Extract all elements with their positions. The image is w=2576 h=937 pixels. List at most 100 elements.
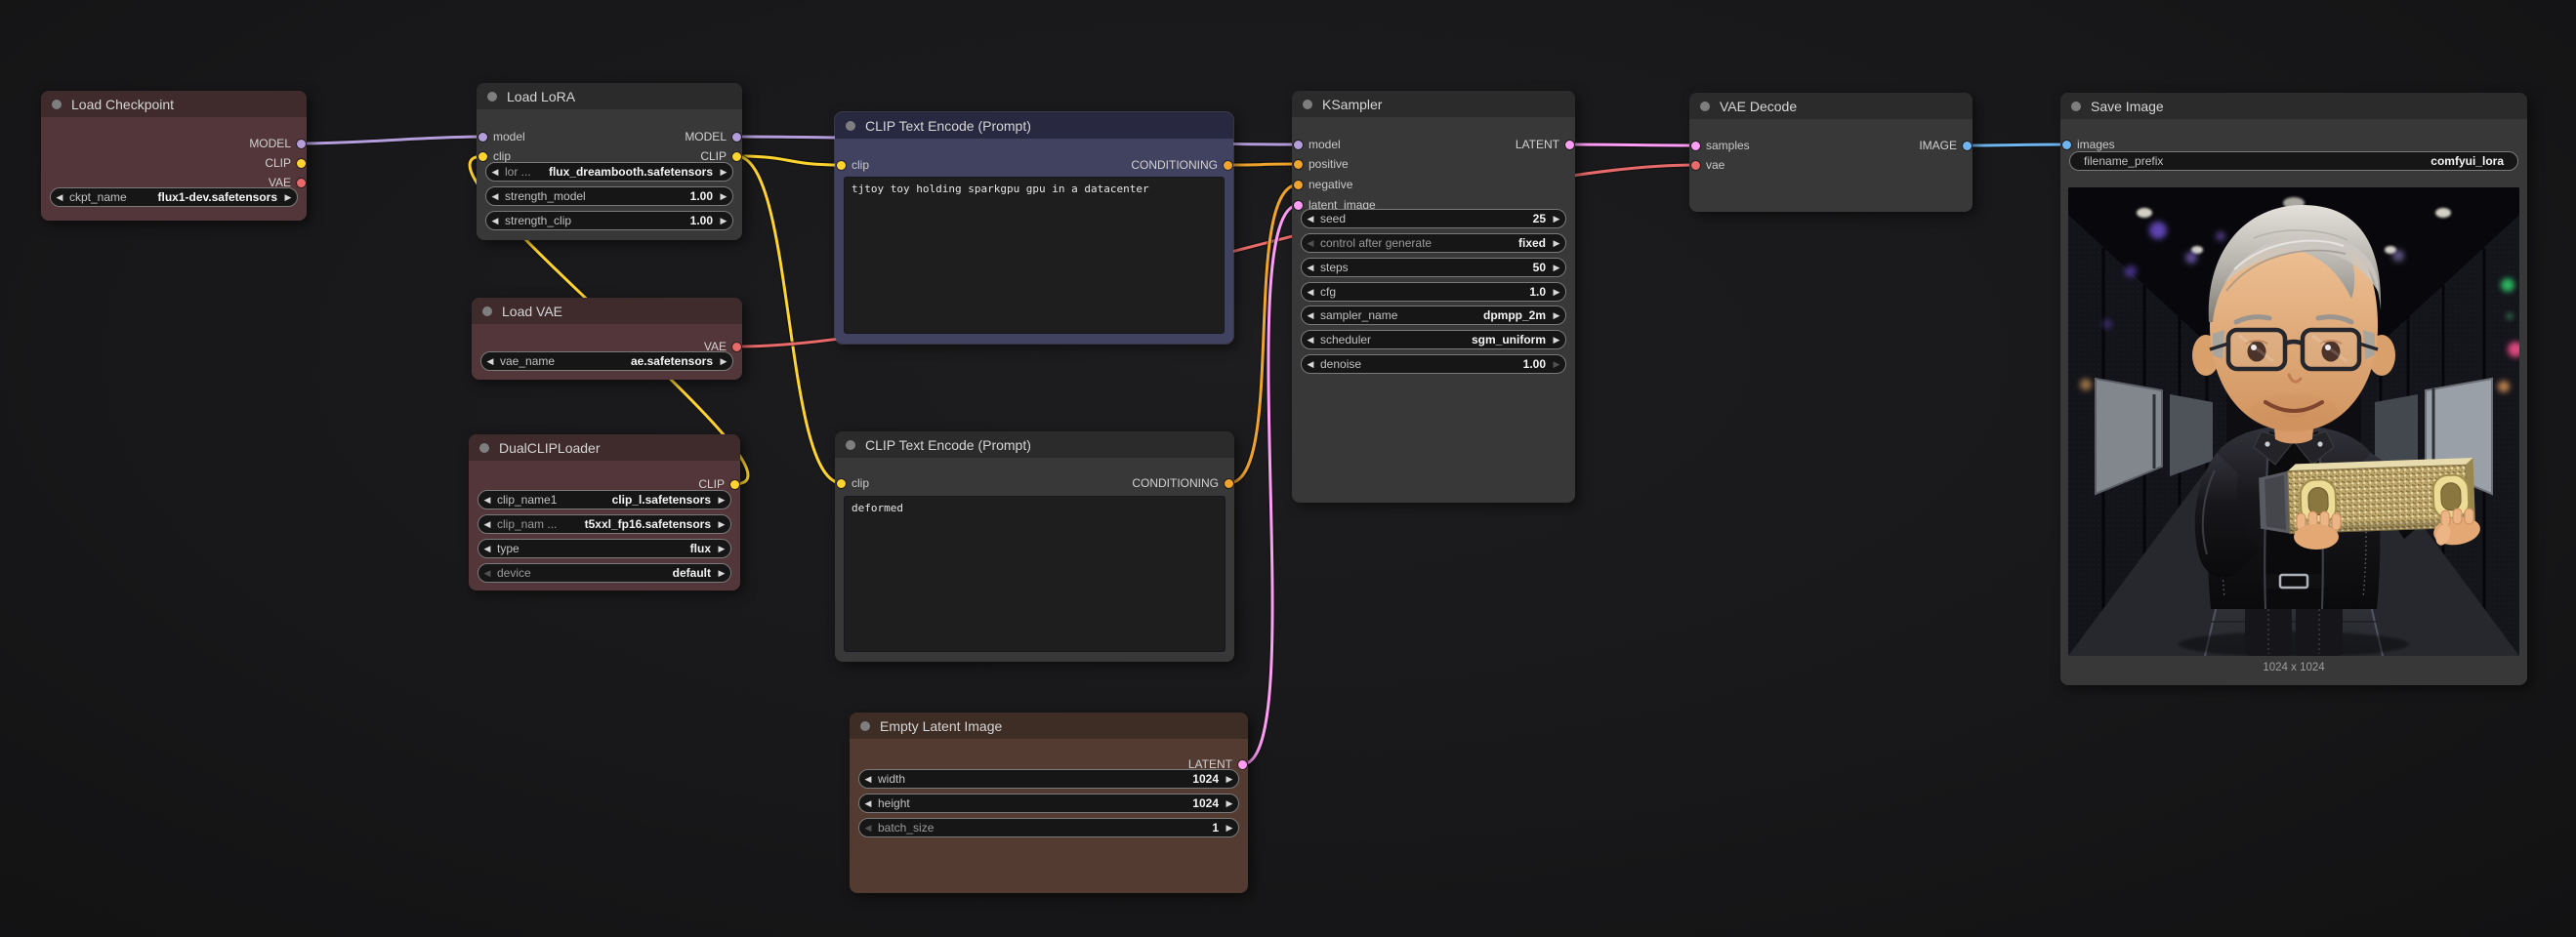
widget-denoise[interactable]: ◀denoise1.00▶ (1301, 354, 1566, 374)
widget-right-arrow-icon[interactable]: ▶ (1548, 306, 1565, 324)
widget-right-arrow-icon[interactable]: ▶ (1548, 234, 1565, 252)
slot-dot-icon[interactable] (297, 159, 306, 168)
node-save-image[interactable]: Save Imageimagesfilename_prefixcomfyui_l… (2060, 93, 2527, 685)
widget-right-arrow-icon[interactable]: ▶ (715, 352, 732, 370)
slot-dot-icon[interactable] (732, 152, 741, 161)
widget-right-arrow-icon[interactable]: ▶ (1548, 283, 1565, 301)
widget-left-arrow-icon[interactable]: ◀ (859, 794, 877, 812)
node-titlebar[interactable]: CLIP Text Encode (Prompt) (835, 112, 1233, 139)
slot-dot-icon[interactable] (1294, 201, 1303, 210)
collapse-dot-icon[interactable] (1303, 100, 1312, 109)
widget-seed[interactable]: ◀seed25▶ (1301, 209, 1566, 228)
widget-left-arrow-icon[interactable]: ◀ (486, 163, 504, 181)
widget-steps[interactable]: ◀steps50▶ (1301, 258, 1566, 277)
widget-cfg[interactable]: ◀cfg1.0▶ (1301, 282, 1566, 302)
widget-right-arrow-icon[interactable]: ▶ (1221, 770, 1238, 788)
widget-ckpt-name[interactable]: ◀ckpt_nameflux1-dev.safetensors▶ (50, 187, 298, 207)
slot-dot-icon[interactable] (297, 140, 306, 148)
slot-dot-icon[interactable] (2062, 141, 2071, 149)
widget-width[interactable]: ◀width1024▶ (858, 769, 1239, 789)
widget-right-arrow-icon[interactable]: ▶ (1548, 355, 1565, 373)
node-load-lora[interactable]: Load LoRAmodelclipMODELCLIP◀lor ...flux_… (477, 83, 742, 240)
node-titlebar[interactable]: Load LoRA (477, 83, 742, 109)
slot-dot-icon[interactable] (1565, 141, 1574, 149)
widget-left-arrow-icon[interactable]: ◀ (481, 352, 499, 370)
node-load-vae[interactable]: Load VAEVAE◀vae_nameae.safetensors▶ (472, 298, 742, 380)
node-clip-neg[interactable]: CLIP Text Encode (Prompt)clipCONDITIONIN… (835, 431, 1234, 662)
widget-right-arrow-icon[interactable]: ▶ (279, 188, 297, 206)
widget-scheduler[interactable]: ◀schedulersgm_uniform▶ (1301, 330, 1566, 349)
collapse-dot-icon[interactable] (479, 443, 489, 453)
slot-dot-icon[interactable] (1691, 161, 1700, 170)
node-titlebar[interactable]: Empty Latent Image (850, 713, 1248, 739)
widget-vae-name[interactable]: ◀vae_nameae.safetensors▶ (480, 351, 733, 371)
node-titlebar[interactable]: VAE Decode (1689, 93, 1973, 119)
node-titlebar[interactable]: Save Image (2060, 93, 2527, 119)
node-ksampler[interactable]: KSamplermodelpositivenegativelatent_imag… (1292, 91, 1575, 503)
widget-right-arrow-icon[interactable]: ▶ (713, 540, 730, 557)
node-titlebar[interactable]: DualCLIPLoader (469, 434, 740, 461)
widget-left-arrow-icon[interactable]: ◀ (1302, 355, 1319, 373)
node-titlebar[interactable]: CLIP Text Encode (Prompt) (835, 431, 1234, 458)
widget-batch-size[interactable]: ◀batch_size1▶ (858, 818, 1239, 837)
slot-dot-icon[interactable] (1238, 760, 1247, 769)
widget-right-arrow-icon[interactable]: ▶ (1548, 259, 1565, 276)
node-vae-decode[interactable]: VAE DecodesamplesvaeIMAGE (1689, 93, 1973, 212)
widget-left-arrow-icon[interactable]: ◀ (1302, 331, 1319, 348)
slot-dot-icon[interactable] (1294, 160, 1303, 169)
widget-sampler-name[interactable]: ◀sampler_namedpmpp_2m▶ (1301, 306, 1566, 325)
slot-dot-icon[interactable] (730, 480, 739, 489)
widget-right-arrow-icon[interactable]: ▶ (1548, 331, 1565, 348)
widget-strength-clip[interactable]: ◀strength_clip1.00▶ (485, 211, 733, 230)
node-dual-clip-loader[interactable]: DualCLIPLoaderCLIP◀clip_name1clip_l.safe… (469, 434, 740, 591)
widget-left-arrow-icon[interactable]: ◀ (478, 540, 496, 557)
collapse-dot-icon[interactable] (846, 440, 855, 450)
widget-left-arrow-icon[interactable]: ◀ (1302, 234, 1319, 252)
widget-left-arrow-icon[interactable]: ◀ (1302, 210, 1319, 227)
widget-control-after-generate[interactable]: ◀control after generatefixed▶ (1301, 233, 1566, 253)
slot-dot-icon[interactable] (297, 179, 306, 187)
widget-left-arrow-icon[interactable]: ◀ (1302, 306, 1319, 324)
widget-right-arrow-icon[interactable]: ▶ (713, 564, 730, 582)
widget-type[interactable]: ◀typeflux▶ (478, 539, 731, 558)
widget-right-arrow-icon[interactable]: ▶ (713, 515, 730, 533)
widget-right-arrow-icon[interactable]: ▶ (1548, 210, 1565, 227)
widget-left-arrow-icon[interactable]: ◀ (478, 491, 496, 509)
collapse-dot-icon[interactable] (2071, 102, 2081, 111)
widget-left-arrow-icon[interactable]: ◀ (1302, 259, 1319, 276)
node-titlebar[interactable]: Load Checkpoint (41, 91, 307, 117)
widget-clip-name1[interactable]: ◀clip_name1clip_l.safetensors▶ (478, 490, 731, 509)
widget-left-arrow-icon[interactable]: ◀ (1302, 283, 1319, 301)
widget-lor-[interactable]: ◀lor ...flux_dreambooth.safetensors▶ (485, 162, 733, 182)
collapse-dot-icon[interactable] (1700, 102, 1710, 111)
widget-right-arrow-icon[interactable]: ▶ (715, 187, 732, 205)
collapse-dot-icon[interactable] (860, 721, 870, 731)
widget-clip-nam-[interactable]: ◀clip_nam ...t5xxl_fp16.safetensors▶ (478, 514, 731, 534)
widget-right-arrow-icon[interactable]: ▶ (1221, 794, 1238, 812)
prompt-textarea[interactable]: tjtoy toy holding sparkgpu gpu in a data… (844, 177, 1225, 334)
slot-dot-icon[interactable] (732, 343, 741, 351)
slot-dot-icon[interactable] (1963, 142, 1972, 150)
widget-left-arrow-icon[interactable]: ◀ (859, 819, 877, 836)
node-clip-pos[interactable]: CLIP Text Encode (Prompt)clipCONDITIONIN… (835, 112, 1233, 344)
node-empty-latent[interactable]: Empty Latent ImageLATENT◀width1024▶◀heig… (850, 713, 1248, 893)
slot-dot-icon[interactable] (732, 133, 741, 142)
collapse-dot-icon[interactable] (482, 306, 492, 316)
widget-left-arrow-icon[interactable]: ◀ (51, 188, 68, 206)
widget-right-arrow-icon[interactable]: ▶ (713, 491, 730, 509)
collapse-dot-icon[interactable] (846, 121, 855, 131)
prompt-textarea[interactable]: deformed (844, 496, 1226, 652)
widget-left-arrow-icon[interactable]: ◀ (486, 212, 504, 229)
node-titlebar[interactable]: Load VAE (472, 298, 742, 324)
collapse-dot-icon[interactable] (487, 92, 497, 102)
widget-strength-model[interactable]: ◀strength_model1.00▶ (485, 186, 733, 206)
widget-right-arrow-icon[interactable]: ▶ (1221, 819, 1238, 836)
widget-device[interactable]: ◀devicedefault▶ (478, 563, 731, 583)
widget-left-arrow-icon[interactable]: ◀ (478, 564, 496, 582)
widget-left-arrow-icon[interactable]: ◀ (859, 770, 877, 788)
slot-dot-icon[interactable] (1224, 161, 1232, 170)
node-titlebar[interactable]: KSampler (1292, 91, 1575, 117)
widget-height[interactable]: ◀height1024▶ (858, 794, 1239, 813)
collapse-dot-icon[interactable] (52, 100, 62, 109)
